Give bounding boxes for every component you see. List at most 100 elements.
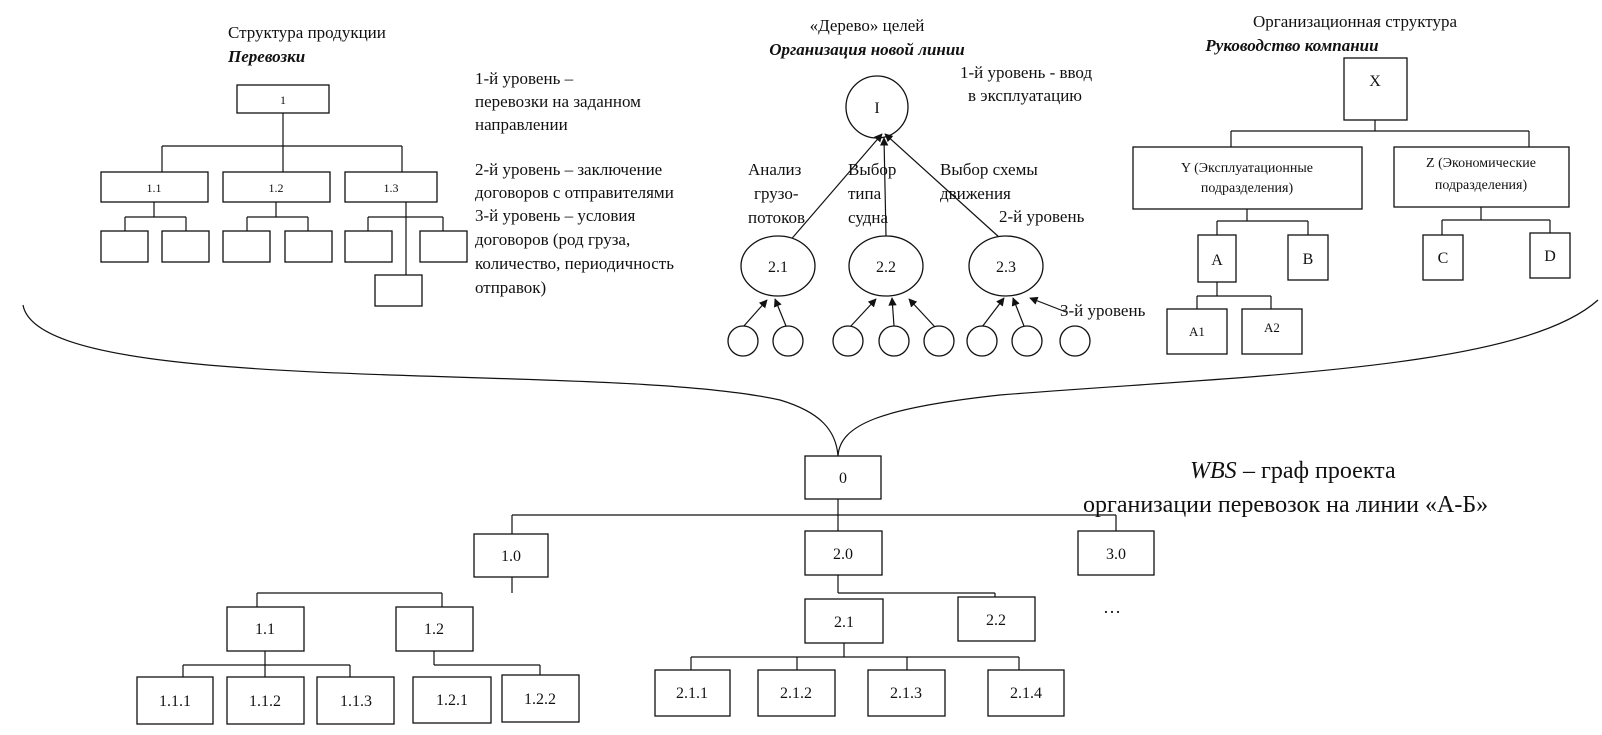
wbs-leaf-box [501, 674, 580, 723]
goal-node-label: 2.3 [996, 259, 1016, 276]
product-node-label: 1.1 [147, 181, 162, 195]
org-unit-label: D [1544, 248, 1556, 265]
goal-leaf-node [878, 325, 910, 357]
wbs-leaf-box [412, 676, 492, 724]
product-leaf-box [100, 230, 149, 263]
wbs-leaf-label: 2.1.3 [890, 685, 922, 702]
wbs-node-label: 1.1 [255, 621, 275, 638]
level-note-line: направлении [475, 115, 568, 134]
goal-leaf-node [772, 325, 804, 357]
level-note-line: количество, периодичность [475, 254, 674, 273]
goal-tree-title: «Дерево» целей [810, 16, 925, 35]
wbs-leaf-label: 1.1.1 [159, 693, 191, 710]
branch-label-line: потоков [748, 208, 805, 227]
wbs-node-label: 2.1 [834, 614, 854, 631]
wbs-caption-line2: организации перевозок на линии «А-Б» [1083, 492, 1488, 518]
product-leaf-box [374, 274, 423, 307]
product-node-box [222, 171, 331, 203]
wbs-root-label: 0 [839, 470, 847, 487]
wbs-node-label: 1.2 [424, 621, 444, 638]
goal-node [968, 235, 1044, 297]
org-division-label: подразделения) [1201, 181, 1294, 196]
org-subunit-box [1241, 308, 1303, 355]
goal-leaf-node [966, 325, 998, 357]
org-root-box [1343, 57, 1408, 121]
org-division-box [1132, 146, 1363, 210]
wbs-caption-title: WBS [1190, 458, 1237, 484]
wbs-leaf-label: 2.1.1 [676, 685, 708, 702]
org-subunit-label: A1 [1189, 324, 1205, 339]
org-unit-label: C [1438, 250, 1449, 267]
level-note-line: договоров с отправителями [475, 183, 674, 202]
level-note-line: 1-й уровень – [475, 69, 574, 88]
wbs-root-box [804, 455, 882, 500]
wbs-graph: WBS – граф проекта организации перевозок… [136, 455, 1488, 725]
org-unit-box [1287, 234, 1329, 281]
product-structure: Структура продукции Перевозки 1 1.1 1.2 … [100, 23, 674, 307]
product-node-box [344, 171, 438, 203]
product-leaf-box [419, 230, 468, 263]
goal-leaf-node [923, 325, 955, 357]
org-subunit-box [1166, 308, 1228, 355]
wbs-caption-rest: – граф проекта [1242, 458, 1396, 484]
branch-label-line: грузо- [754, 184, 799, 203]
branch-label-line: Выбор схемы [940, 160, 1038, 179]
org-division-label: Y (Эксплуатационные [1181, 161, 1313, 176]
wbs-leaf-box [987, 669, 1065, 717]
wbs-node-box [804, 530, 883, 576]
product-leaf-box [284, 230, 333, 263]
goal-branch-labels: Анализ грузо- потоков Выбор типа судна В… [748, 160, 1085, 227]
org-division-label: Z (Экономические [1426, 156, 1536, 171]
wbs-leaf-box [316, 676, 395, 725]
product-levels-text: 1-й уровень – перевозки на заданном напр… [475, 69, 674, 297]
wbs-leaf-label: 1.2.1 [436, 692, 468, 709]
goal-leaf-node [727, 325, 759, 357]
goal-tree: «Дерево» целей Организация новой линии I… [727, 16, 1146, 357]
goal-level1-line: в эксплуатацию [968, 86, 1082, 105]
goal-leaf-node [1011, 325, 1043, 357]
merge-curves [22, 299, 1599, 457]
wbs-node-box [473, 533, 549, 578]
branch-label-line: движения [940, 184, 1011, 203]
wbs-node-label: 2.2 [986, 612, 1006, 629]
wbs-leaf-label: 1.1.3 [340, 693, 372, 710]
org-division-label: подразделения) [1435, 178, 1528, 193]
goal-level3-label: 3-й уровень [1060, 301, 1146, 320]
branch-label-line: судна [848, 208, 888, 227]
product-node-label: 1.3 [384, 181, 399, 195]
wbs-leaf-box [757, 669, 836, 717]
org-unit-box [1529, 232, 1571, 279]
wbs-leaf-box [226, 676, 305, 725]
wbs-node-label: 1.0 [501, 548, 521, 565]
wbs-node-box [395, 606, 474, 652]
wbs-node-box [957, 596, 1036, 642]
goal-node [740, 235, 816, 297]
level-note-line: перевозки на заданном [475, 92, 641, 111]
goal-node-label: 2.2 [876, 259, 896, 276]
level-note-line: 3-й уровень – условия [475, 206, 635, 225]
goal-root-label: I [874, 100, 879, 117]
goal-node-label: 2.1 [768, 259, 788, 276]
product-structure-subtitle: Перевозки [227, 47, 305, 66]
product-structure-title: Структура продукции [228, 23, 386, 42]
wbs-node-label: 2.0 [833, 546, 853, 563]
goal-tree-subtitle: Организация новой линии [769, 40, 965, 59]
level-note-line: договоров (род груза, [475, 230, 630, 249]
wbs-leaf-box [136, 676, 214, 725]
org-structure-title: Организационная структура [1253, 12, 1457, 31]
wbs-leaf-label: 2.1.2 [780, 685, 812, 702]
goal-leaf-node [832, 325, 864, 357]
product-leaf-box [344, 230, 393, 263]
org-structure-subtitle: Руководство компании [1204, 36, 1378, 55]
wbs-leaf-label: 1.2.2 [524, 691, 556, 708]
level-note-line: отправок) [475, 278, 546, 297]
org-structure: Организационная структура Руководство ко… [1132, 12, 1571, 355]
org-unit-label: A [1211, 252, 1223, 269]
wbs-node-label: 3.0 [1106, 546, 1126, 563]
org-division-box [1393, 146, 1570, 208]
branch-label-line: типа [848, 184, 882, 203]
level-note-line: 2-й уровень – заключение [475, 160, 662, 179]
product-leaf-box [161, 230, 210, 263]
wbs-leaf-label: 2.1.4 [1010, 685, 1042, 702]
